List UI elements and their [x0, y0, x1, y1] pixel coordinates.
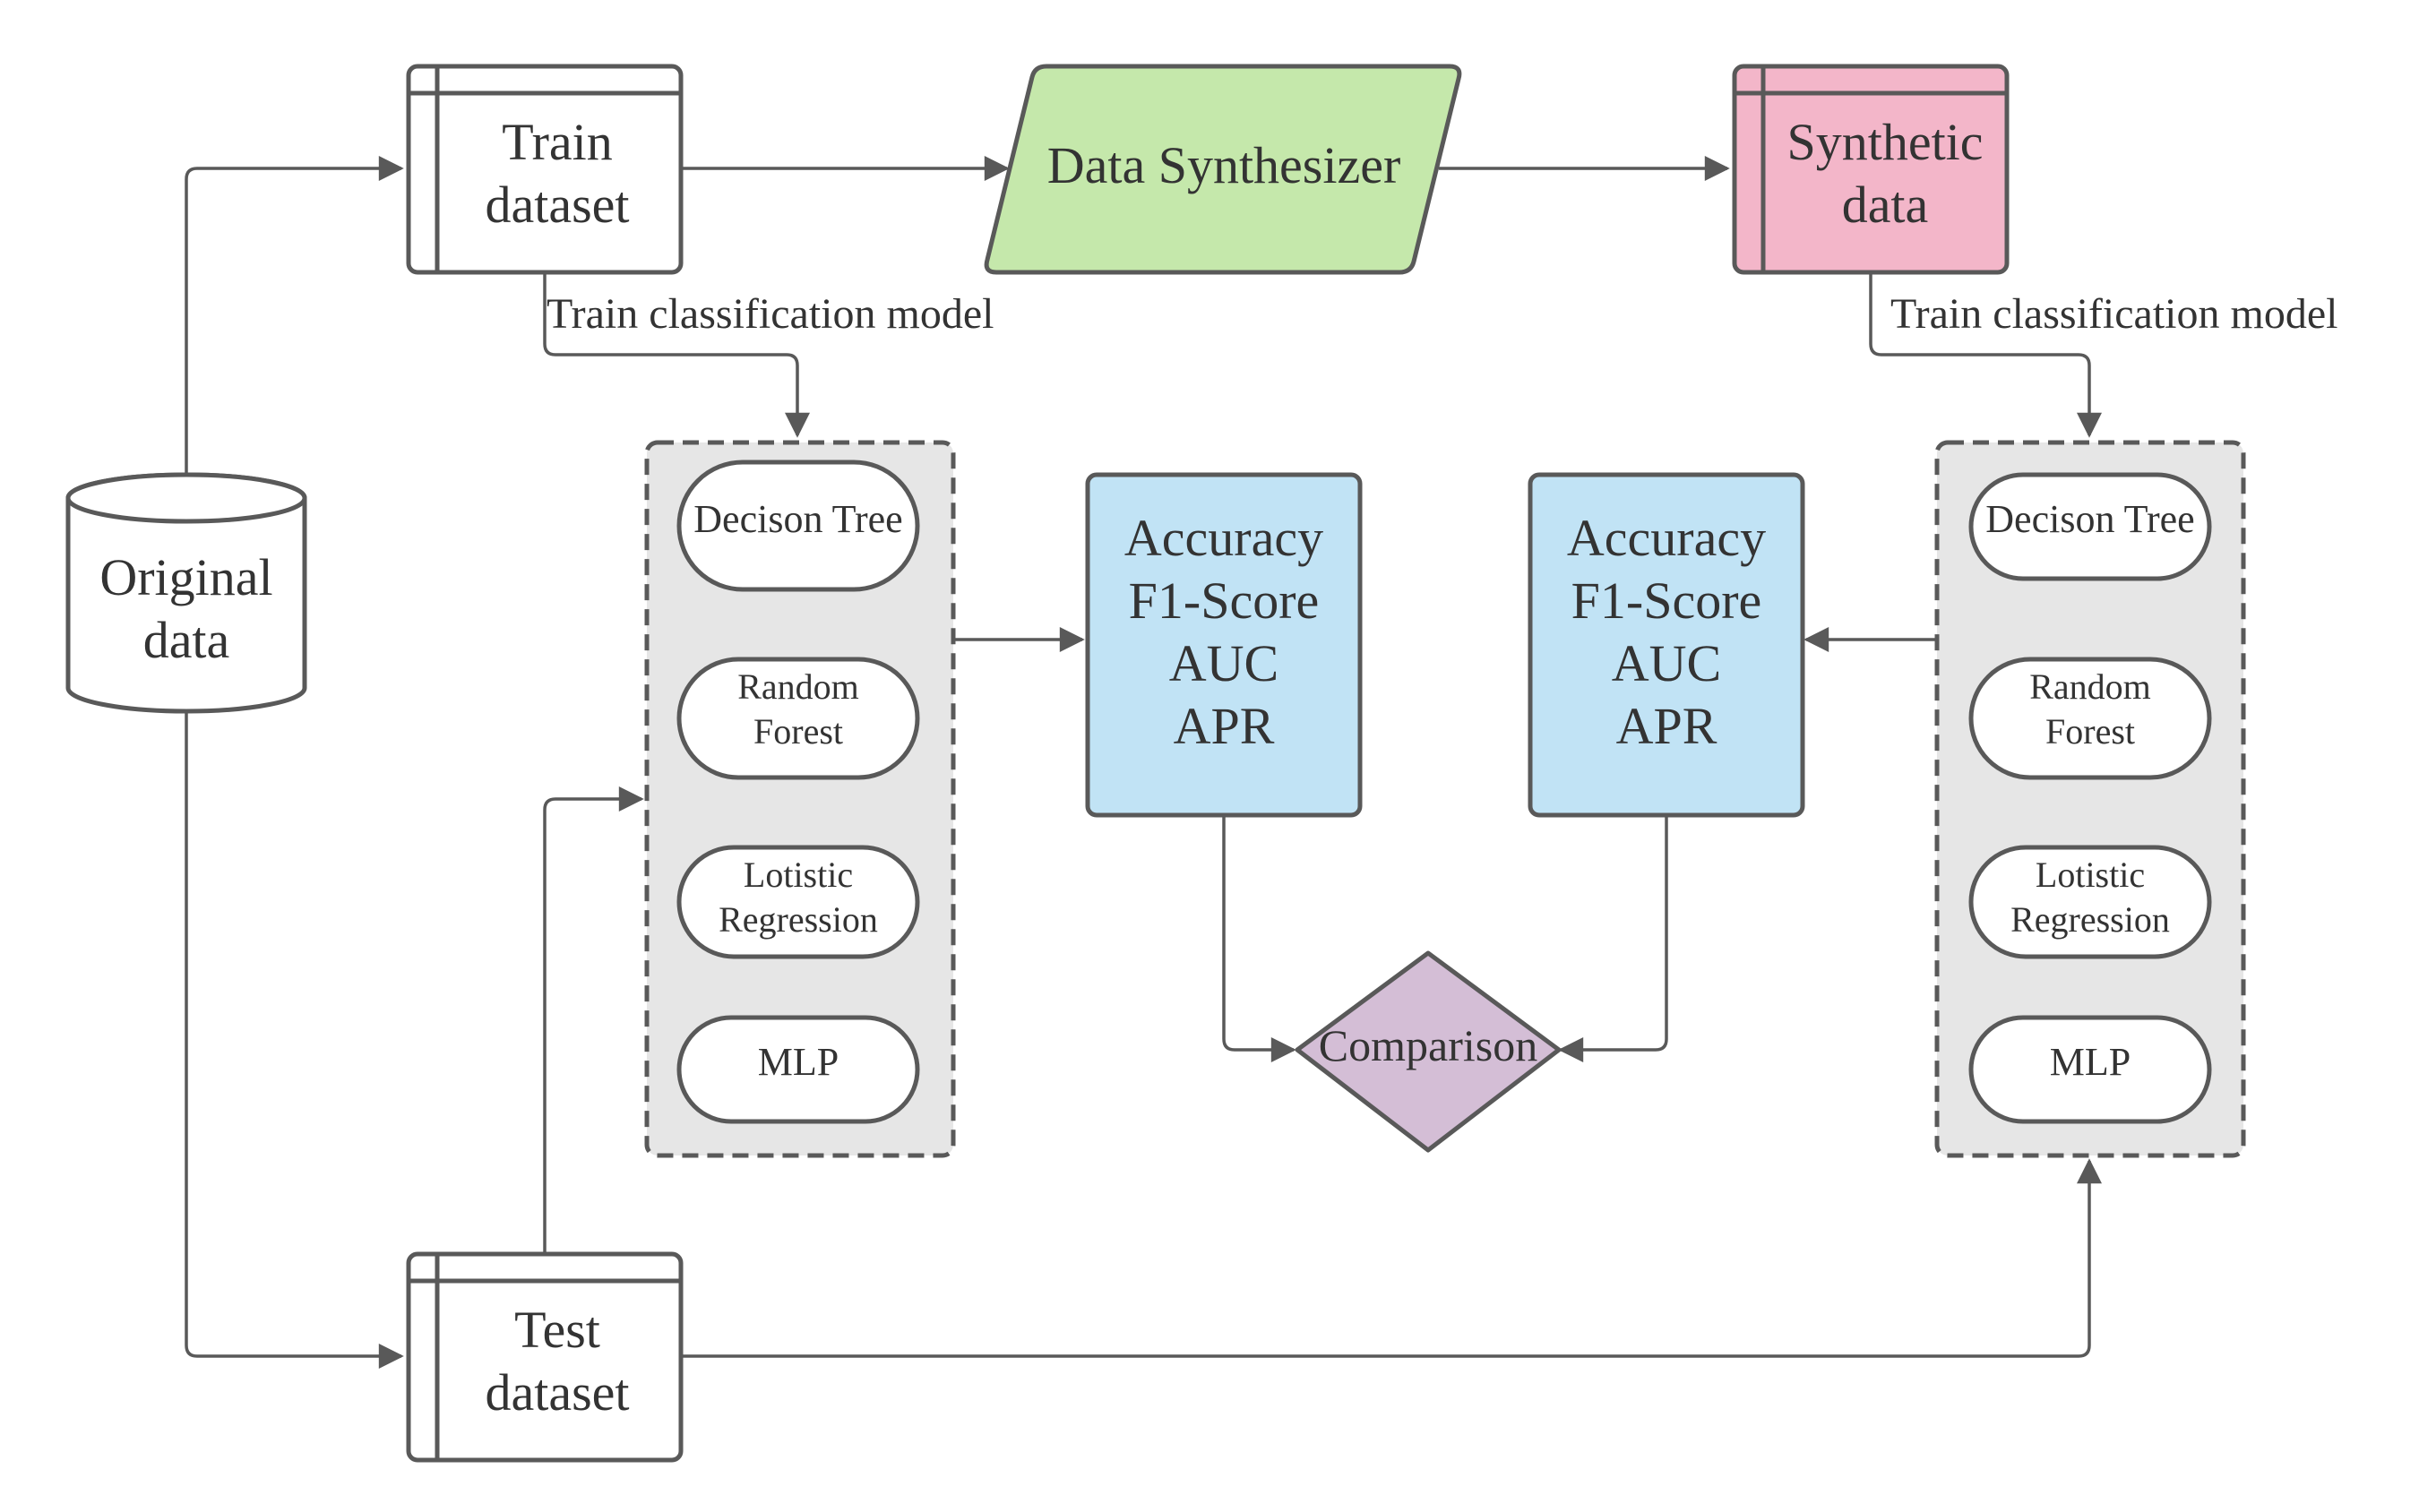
metric-auc: AUC: [1169, 634, 1278, 692]
edge-original-to-train: [185, 156, 404, 473]
metric-auc: AUC: [1612, 634, 1721, 692]
edge-metrics-left-to-comparison: [1222, 815, 1296, 1062]
model-label-line2: Forest: [753, 711, 843, 752]
model-label: MLP: [2050, 1040, 2131, 1084]
original-data-label-line2: data: [143, 611, 230, 669]
model-decision-tree-left: Decison Tree: [676, 460, 920, 592]
metrics-right-node: Accuracy F1-Score AUC APR: [1528, 472, 1805, 818]
edges: [185, 156, 2102, 1369]
test-dataset-label-line2: dataset: [485, 1363, 629, 1422]
model-decision-tree-right: Decison Tree: [1968, 472, 2212, 581]
edge-test-to-models-left: [543, 786, 644, 1254]
metric-apr: APR: [1174, 697, 1275, 755]
edge-label-train-left: Train classification model: [547, 290, 994, 338]
metric-accuracy: Accuracy: [1567, 509, 1766, 567]
models-left-group: Decison Tree Random Forest Lotistic Regr…: [644, 440, 956, 1158]
original-data-node: Original data: [65, 472, 307, 714]
model-logistic-regression-left: Lotistic Regression: [676, 845, 920, 959]
metric-accuracy: Accuracy: [1124, 509, 1323, 567]
model-label-line1: Lotistic: [744, 855, 853, 895]
test-dataset-label-line1: Test: [514, 1301, 600, 1359]
train-dataset-node: Train dataset: [406, 64, 684, 275]
model-random-forest-left: Random Forest: [676, 657, 920, 780]
data-synthesizer-node: Data Synthesizer: [984, 64, 1462, 275]
synthetic-data-label-line2: data: [1842, 176, 1929, 234]
model-label: Decison Tree: [1985, 497, 2194, 541]
metric-f1-score: F1-Score: [1571, 571, 1762, 630]
model-label-line1: Lotistic: [2036, 855, 2145, 895]
models-right-group: Decison Tree Random Forest Lotistic Regr…: [1934, 440, 2246, 1158]
model-mlp-right: MLP: [1968, 1015, 2212, 1124]
model-label-line2: Regression: [719, 899, 878, 940]
train-dataset-label-line2: dataset: [485, 176, 629, 234]
edge-metrics-right-to-comparison: [1558, 815, 1668, 1062]
original-data-label-line1: Original: [99, 548, 272, 606]
data-synthesizer-label: Data Synthesizer: [1047, 136, 1401, 194]
model-label-line2: Regression: [2010, 899, 2170, 940]
edge-original-to-test: [185, 713, 404, 1369]
model-random-forest-right: Random Forest: [1968, 657, 2212, 780]
edge-train-to-models-left: [543, 272, 810, 438]
test-dataset-node: Test dataset: [406, 1251, 684, 1463]
model-logistic-regression-right: Lotistic Regression: [1968, 845, 2212, 959]
metric-f1-score: F1-Score: [1129, 571, 1320, 630]
model-label-line1: Random: [737, 666, 859, 707]
model-label-line2: Forest: [2045, 711, 2135, 752]
synthetic-data-label-line1: Synthetic: [1786, 113, 1983, 171]
model-label: Decison Tree: [693, 497, 902, 541]
synthetic-data-node: Synthetic data: [1732, 64, 2010, 275]
edge-synthetic-to-models-right: [1869, 272, 2102, 438]
model-label: MLP: [758, 1040, 839, 1084]
comparison-label: Comparison: [1319, 1020, 1537, 1070]
model-label-line1: Random: [2029, 666, 2151, 707]
train-dataset-label-line1: Train: [502, 113, 613, 171]
edge-label-train-right: Train classification model: [1890, 290, 2337, 338]
metrics-left-node: Accuracy F1-Score AUC APR: [1085, 472, 1363, 818]
metric-apr: APR: [1616, 697, 1717, 755]
model-mlp-left: MLP: [676, 1015, 920, 1124]
edge-test-to-models-right: [681, 1158, 2102, 1358]
comparison-node: Comparison: [1295, 950, 1562, 1153]
